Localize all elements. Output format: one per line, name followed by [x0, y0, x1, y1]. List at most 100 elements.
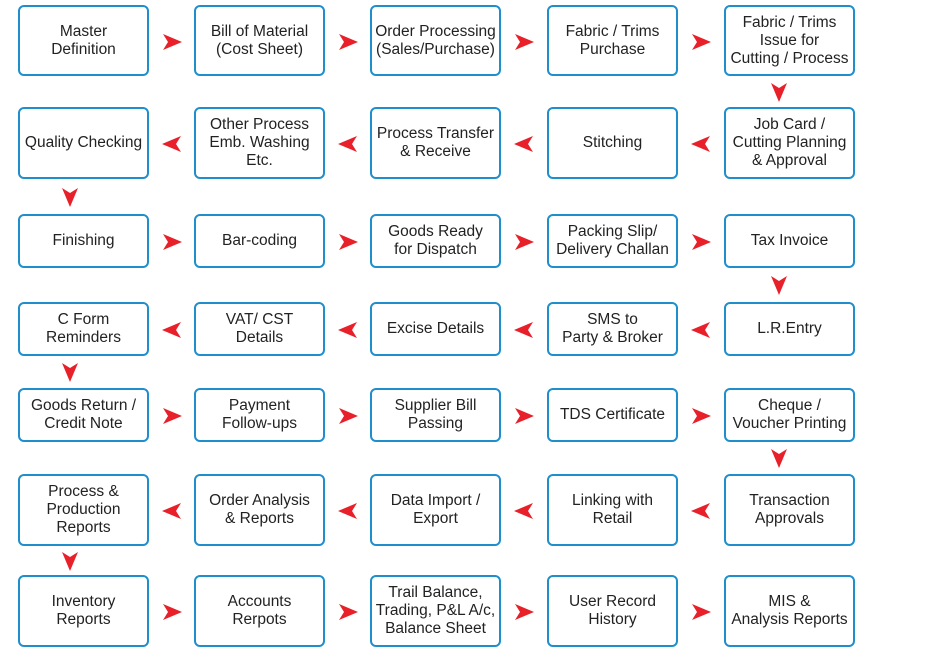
flow-arrow-left-head — [161, 136, 181, 152]
flow-arrow-down-head — [62, 187, 78, 207]
flow-arrow-right — [692, 33, 711, 50]
process-step-box: User Record History — [547, 575, 678, 647]
process-step-box: Process & Production Reports — [18, 474, 149, 546]
flow-arrow-right-head — [692, 408, 711, 424]
process-step-box: Process Transfer & Receive — [370, 107, 501, 179]
flow-arrow-down — [62, 363, 78, 382]
flow-arrow-right-head — [515, 234, 534, 250]
flow-arrow-right-head — [692, 234, 711, 250]
process-step-box: Transaction Approvals — [724, 474, 855, 546]
process-step-box: Goods Ready for Dispatch — [370, 214, 501, 268]
process-step-box: Excise Details — [370, 302, 501, 356]
flow-arrow-right — [338, 604, 358, 620]
flow-arrow-down — [771, 82, 787, 102]
flow-arrow-right — [338, 408, 358, 424]
flow-arrow-left-head — [514, 322, 533, 338]
process-step-box: Finishing — [18, 214, 149, 268]
flow-arrow-right — [515, 604, 534, 620]
flow-arrow-down-head — [62, 363, 78, 382]
flow-arrow-left — [337, 136, 357, 152]
flow-arrow-right-head — [692, 33, 711, 50]
process-step-box: Linking with Retail — [547, 474, 678, 546]
flow-arrow-right — [338, 33, 358, 50]
flow-arrow-right — [338, 234, 358, 250]
process-step-box: Bar-coding — [194, 214, 325, 268]
process-step-box: Fabric / Trims Issue for Cutting / Proce… — [724, 5, 855, 76]
flow-arrow-right-head — [162, 408, 182, 424]
flow-arrow-down-head — [771, 276, 787, 295]
flow-arrow-left-head — [691, 503, 710, 519]
process-step-box: Other Process Emb. Washing Etc. — [194, 107, 325, 179]
process-step-box: Data Import / Export — [370, 474, 501, 546]
process-step-box: VAT/ CST Details — [194, 302, 325, 356]
flow-arrow-down — [62, 551, 78, 571]
flow-arrow-right — [515, 33, 534, 50]
process-step-box: C Form Reminders — [18, 302, 149, 356]
flow-arrow-left — [514, 136, 533, 152]
flow-arrow-down-head — [771, 82, 787, 102]
flow-arrow-left-head — [337, 322, 357, 338]
flow-arrow-left — [691, 503, 710, 519]
flow-arrow-right-head — [338, 234, 358, 250]
process-step-box: Cheque / Voucher Printing — [724, 388, 855, 442]
flow-arrow-right — [692, 604, 711, 620]
flow-arrow-left-head — [161, 503, 181, 519]
process-step-box: Inventory Reports — [18, 575, 149, 647]
flow-arrow-down — [771, 449, 787, 468]
flow-arrow-right-head — [515, 604, 534, 620]
flow-arrow-right — [162, 234, 182, 250]
flow-arrow-left-head — [161, 322, 181, 338]
flow-arrow-left — [691, 322, 710, 338]
process-step-box: Order Processing (Sales/Purchase) — [370, 5, 501, 76]
process-step-box: Fabric / Trims Purchase — [547, 5, 678, 76]
flow-arrow-left — [691, 136, 710, 152]
flow-arrow-down — [771, 276, 787, 295]
process-step-box: Stitching — [547, 107, 678, 179]
process-step-box: Order Analysis & Reports — [194, 474, 325, 546]
process-step-box: Goods Return / Credit Note — [18, 388, 149, 442]
flow-arrow-left — [514, 503, 533, 519]
flow-arrow-left-head — [337, 136, 357, 152]
flow-arrow-right-head — [162, 604, 182, 620]
process-step-box: Master Definition — [18, 5, 149, 76]
flow-arrow-left — [161, 136, 181, 152]
flow-arrow-right — [162, 604, 182, 620]
flow-arrow-left-head — [691, 136, 710, 152]
flow-arrow-right-head — [338, 33, 358, 50]
flow-arrow-right — [692, 408, 711, 424]
flow-arrow-left — [161, 322, 181, 338]
process-step-box: L.R.Entry — [724, 302, 855, 356]
flow-arrow-right-head — [515, 33, 534, 50]
process-step-box: Packing Slip/ Delivery Challan — [547, 214, 678, 268]
flow-arrow-left — [161, 503, 181, 519]
flow-arrow-down — [62, 187, 78, 207]
flow-arrow-right — [515, 234, 534, 250]
flow-arrow-down-head — [62, 551, 78, 571]
flow-arrow-right — [162, 408, 182, 424]
flow-arrow-right — [162, 33, 182, 50]
flow-arrow-down-head — [771, 449, 787, 468]
flow-arrow-right — [515, 408, 534, 424]
flow-arrow-right-head — [162, 33, 182, 50]
process-step-box: SMS to Party & Broker — [547, 302, 678, 356]
process-step-box: Bill of Material (Cost Sheet) — [194, 5, 325, 76]
process-step-box: Payment Follow-ups — [194, 388, 325, 442]
flow-arrow-left — [337, 322, 357, 338]
flow-arrow-right-head — [162, 234, 182, 250]
process-step-box: Tax Invoice — [724, 214, 855, 268]
process-step-box: Supplier Bill Passing — [370, 388, 501, 442]
process-step-box: Trail Balance, Trading, P&L A/c, Balance… — [370, 575, 501, 647]
flow-arrow-left — [514, 322, 533, 338]
process-step-box: Job Card / Cutting Planning & Approval — [724, 107, 855, 179]
process-step-box: Accounts Rerpots — [194, 575, 325, 647]
flow-arrow-right — [692, 234, 711, 250]
flow-arrow-left-head — [337, 503, 357, 519]
flow-arrow-left — [337, 503, 357, 519]
flow-arrow-left-head — [691, 322, 710, 338]
flow-arrow-right-head — [338, 604, 358, 620]
flow-arrow-left-head — [514, 136, 533, 152]
process-step-box: Quality Checking — [18, 107, 149, 179]
flow-arrow-right-head — [692, 604, 711, 620]
flow-arrow-right-head — [338, 408, 358, 424]
